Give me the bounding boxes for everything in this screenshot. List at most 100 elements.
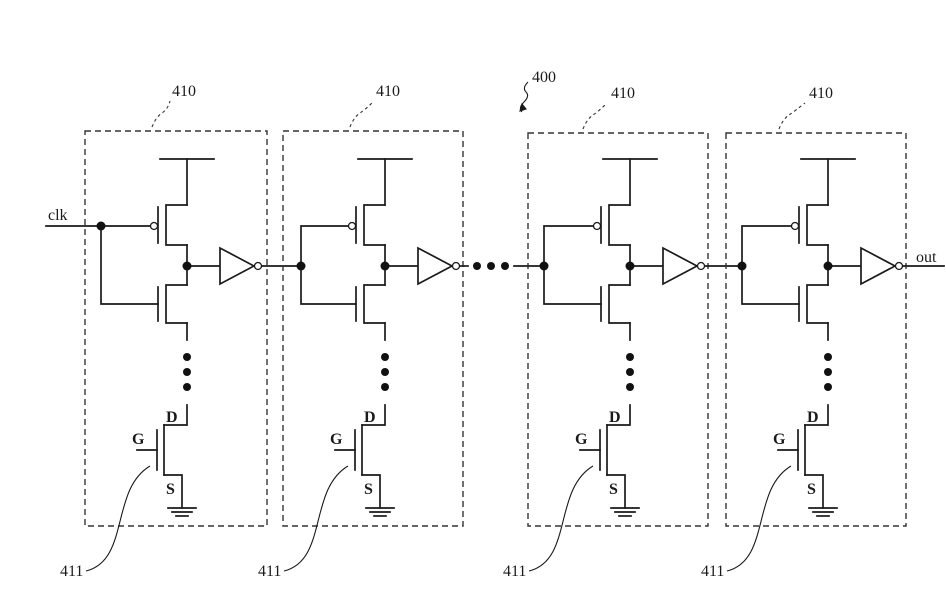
pmos-gate-bubble (592, 221, 602, 231)
t411-ref-label: 411 (503, 563, 526, 580)
ellipsis-dot (501, 262, 509, 270)
pmos-channel (608, 204, 631, 246)
series-dot (381, 353, 389, 361)
t411-source-label: S (364, 481, 373, 498)
stage-ref-leader (778, 102, 806, 130)
series-dot (824, 383, 832, 391)
t411-source-label: S (609, 481, 618, 498)
inverter (860, 246, 897, 286)
inverter-output-bubble (894, 261, 904, 271)
ellipsis-dot (473, 262, 481, 270)
t411-drain-label: D (364, 409, 376, 426)
t411-source-wire (163, 474, 183, 509)
series-dot (824, 368, 832, 376)
pmos-gate-wire (300, 225, 349, 267)
inverter (662, 246, 699, 286)
input-node-junction (96, 221, 106, 231)
t411-ref-leader (283, 465, 349, 572)
t411-gate-label: G (773, 431, 786, 448)
stage-ref-leader (582, 102, 608, 130)
stage-boundary (725, 132, 907, 527)
stage-boundary (282, 130, 464, 527)
nmos-gate-wire (543, 265, 602, 305)
series-dot (626, 368, 634, 376)
t411-gate-label: G (132, 431, 145, 448)
output-node-junction (625, 261, 635, 271)
t411-source-wire (606, 474, 626, 509)
clk-input-label: clk (48, 207, 68, 224)
stage-ref-leader (151, 100, 171, 128)
pmos-channel (165, 204, 188, 246)
ellipsis-dot (487, 262, 495, 270)
inverter (417, 246, 454, 286)
t411-ref-label: 411 (258, 563, 281, 580)
t411-ref-leader (726, 465, 792, 572)
series-dot (626, 383, 634, 391)
figure-ref-label: 400 (532, 69, 556, 86)
t411-drain-label: D (166, 409, 178, 426)
stage-ellipsis (473, 262, 509, 270)
series-dot (183, 368, 191, 376)
stage-ref-label: 410 (376, 83, 400, 100)
stage-ref-label: 410 (172, 83, 196, 100)
t411-source-label: S (807, 481, 816, 498)
pmos-gate-bubble (790, 221, 800, 231)
series-dot (626, 353, 634, 361)
nmos-channel (806, 284, 829, 324)
t411-ref-label: 411 (60, 563, 83, 580)
t411-drain-label: D (807, 409, 819, 426)
pmos-channel (806, 204, 829, 246)
t411-ref-leader (528, 465, 594, 572)
output-node-junction (182, 261, 192, 271)
pmos-gate-bubble (347, 221, 357, 231)
inverter-output-bubble (696, 261, 706, 271)
ground-symbol (167, 507, 197, 517)
t411-source-wire (804, 474, 824, 509)
pmos-gate-wire (543, 225, 594, 267)
pmos-channel (363, 204, 386, 246)
stage-boundary (527, 132, 709, 527)
series-dot (183, 383, 191, 391)
output-node-junction (380, 261, 390, 271)
delay-stage-2: 410 D G S 411 (258, 83, 464, 580)
delay-stage-3: 410 D G S 411 (503, 85, 709, 580)
out-output-label: out (916, 249, 937, 266)
t411-drain-label: D (609, 409, 621, 426)
ground-symbol (365, 507, 395, 517)
t411-gate-label: G (330, 431, 343, 448)
stage-ref-label: 410 (611, 85, 635, 102)
t411-gate-label: G (575, 431, 588, 448)
series-dot (183, 353, 191, 361)
inverter (219, 246, 256, 286)
delay-stage-4: 410 D G S 411 (701, 85, 945, 580)
input-node-junction (539, 261, 549, 271)
t411-drain-wire (163, 404, 188, 426)
input-node-junction (737, 261, 747, 271)
figure-ref-arrowhead (519, 102, 527, 112)
nmos-gate-wire (100, 225, 159, 305)
t411-source-label: S (166, 481, 175, 498)
stage-ref-label: 410 (809, 85, 833, 102)
nmos-channel (608, 284, 631, 324)
t411-ref-leader (85, 465, 151, 572)
t411-drain-wire (361, 404, 386, 426)
t411-ref-label: 411 (701, 563, 724, 580)
output-node-junction (823, 261, 833, 271)
series-dot (381, 368, 389, 376)
inverter-output-bubble (451, 261, 461, 271)
nmos-gate-wire (300, 265, 357, 305)
t411-drain-wire (804, 404, 829, 426)
stage-boundary (84, 130, 268, 527)
t411-source-wire (361, 474, 381, 509)
pmos-gate-bubble (149, 221, 159, 231)
series-dot (381, 383, 389, 391)
nmos-channel (165, 284, 188, 324)
nmos-gate-wire (741, 265, 800, 305)
stage-ref-leader (349, 100, 375, 128)
delay-stage-1: 410 D (60, 83, 268, 580)
input-node-junction (296, 261, 306, 271)
series-dot (824, 353, 832, 361)
inverter-output-bubble (253, 261, 263, 271)
ground-symbol (610, 507, 640, 517)
